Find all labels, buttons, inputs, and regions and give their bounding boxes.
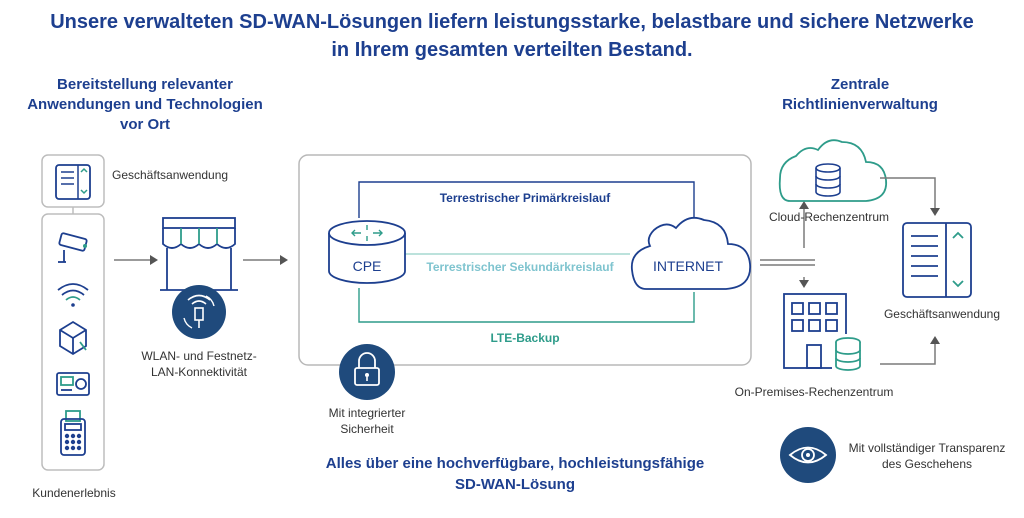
- package-icon: [59, 320, 87, 356]
- pos-terminal-icon: [60, 410, 86, 456]
- store-icon: [160, 217, 238, 291]
- arrow-down-to-onprem: [799, 280, 809, 288]
- uplink-lines: [760, 209, 815, 282]
- transparency-label: Mit vollständiger Transparenz des Gesche…: [842, 440, 1012, 472]
- internet-cloud-icon: [630, 216, 751, 290]
- arrow-to-sdwan: [243, 255, 288, 265]
- left-header: Bereitstellung relevanter Anwendungen un…: [20, 75, 270, 135]
- internet-label: INTERNET: [653, 258, 723, 274]
- right-header-line: Zentrale: [830, 76, 890, 93]
- right-header-line: Richtlinienverwaltung: [782, 96, 938, 113]
- onprem-datacenter-icon: [783, 293, 862, 371]
- left-header-line: vor Ort: [119, 116, 170, 133]
- customer-experience-label: Kundenerlebnis: [32, 486, 116, 500]
- card-icon: [56, 372, 90, 396]
- bottom-title-line: SD-WAN-Lösung: [455, 476, 575, 493]
- business-app-icon-left: [41, 154, 105, 208]
- page-title: Unsere verwalteten SD-WAN-Lösungen liefe…: [50, 11, 974, 61]
- wifi-icon: [57, 283, 89, 307]
- transparency-label-line: Mit vollständiger Transparenz: [848, 441, 1006, 455]
- business-app-left-label: Geschäftsanwendung: [112, 168, 229, 182]
- wlan-label: WLAN- und Festnetz- LAN-Konnektivität: [124, 348, 274, 380]
- wlan-connectivity-icon: [172, 285, 226, 339]
- arrow-to-store: [114, 255, 158, 265]
- security-label-line: Mit integrierter: [328, 406, 406, 420]
- secondary-circuit-label: Terrestrischer Sekundärkreislauf: [426, 260, 614, 274]
- primary-circuit-label: Terrestrischer Primärkreislauf: [439, 191, 611, 205]
- cpe-label: CPE: [352, 258, 382, 274]
- cloud-datacenter-icon: [778, 139, 888, 202]
- arrow-onprem-to-app: [880, 336, 940, 365]
- lock-icon: [339, 344, 395, 400]
- bottom-title-line: Alles über eine hochverfügbare, hochleis…: [325, 455, 705, 472]
- business-app-icon-right: [902, 222, 972, 298]
- device-column: [41, 213, 105, 471]
- arrow-cloud-to-app: [880, 177, 940, 216]
- transparency-label-line: des Geschehens: [881, 457, 973, 471]
- left-header-line: Anwendungen und Technologien: [27, 96, 263, 113]
- sdwan-box: [298, 154, 752, 366]
- camera-icon: [58, 232, 88, 263]
- left-header-line: Bereitstellung relevanter: [57, 76, 233, 93]
- security-label: Mit integrierter Sicherheit: [307, 405, 427, 437]
- lte-backup-label: LTE-Backup: [490, 331, 560, 345]
- wlan-label-line: WLAN- und Festnetz-: [141, 349, 257, 363]
- security-label-line: Sicherheit: [340, 422, 394, 436]
- cloud-datacenter-label: Cloud-Rechenzentrum: [768, 210, 890, 224]
- bottom-title: Alles über eine hochverfügbare, hochleis…: [280, 453, 750, 495]
- arrow-up-to-cloud: [799, 201, 809, 209]
- business-app-right-label: Geschäftsanwendung: [883, 307, 1001, 321]
- cpe-router-icon: [328, 220, 406, 284]
- primary-circuit-line: [358, 181, 695, 230]
- wlan-label-line: LAN-Konnektivität: [150, 365, 248, 379]
- eye-icon: [780, 427, 836, 483]
- lte-backup-line: [358, 288, 695, 323]
- right-header: Zentrale Richtlinienverwaltung: [760, 75, 960, 115]
- onprem-datacenter-label: On-Premises-Rechenzentrum: [734, 385, 894, 399]
